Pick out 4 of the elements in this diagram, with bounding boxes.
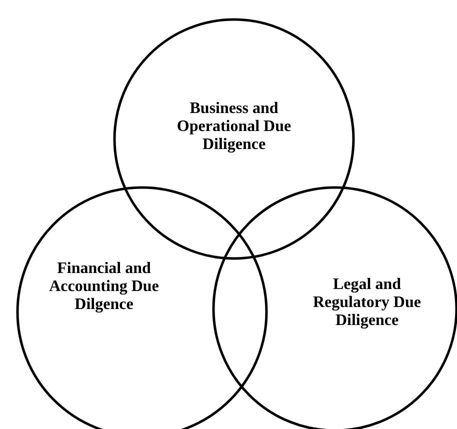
circle-label: Legal and Regulatory Due Diligence xyxy=(312,276,422,330)
circle-label: Business and Operational Due Diligence xyxy=(176,100,292,154)
circle-label: Financial and Accounting Due Dilgence xyxy=(48,260,160,314)
venn-circle xyxy=(113,18,355,260)
